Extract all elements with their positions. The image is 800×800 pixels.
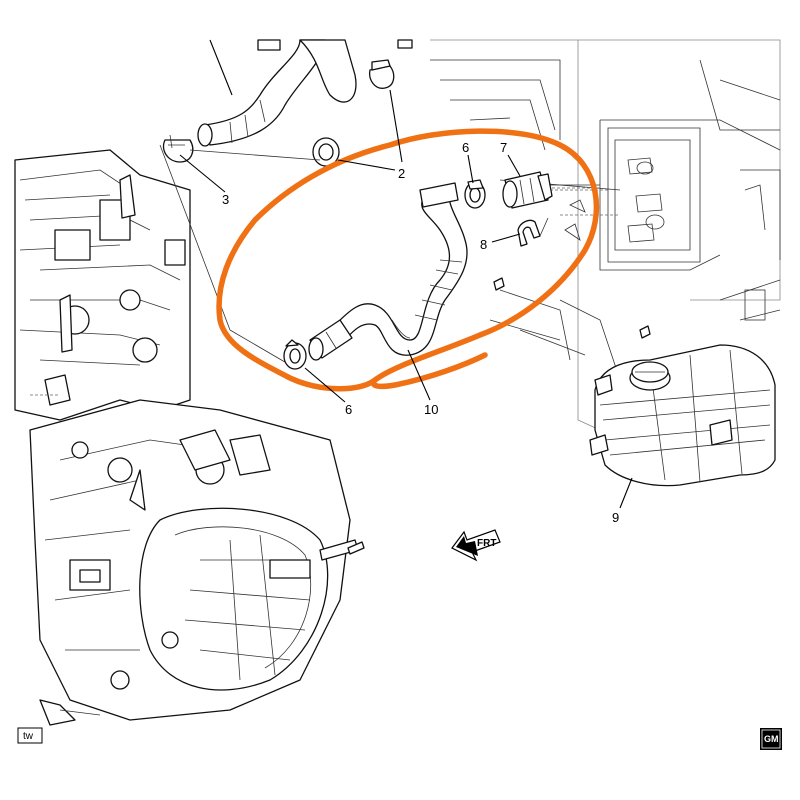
- callout-9: 9: [612, 510, 619, 525]
- callout-6-lower: 6: [345, 402, 352, 417]
- clamp-2-lower: [312, 137, 340, 167]
- front-label: FRT: [477, 538, 496, 549]
- callouts: 2 3 6 6 7 8 9 10: [222, 140, 619, 525]
- highlight-loop: [216, 128, 600, 392]
- body-structure: [430, 39, 781, 431]
- leader-lines: [179, 39, 633, 509]
- callout-2: 2: [398, 166, 405, 181]
- front-direction-arrow: FRT: [451, 529, 501, 562]
- clamp-6-lower: [283, 339, 307, 370]
- coolant-hose-10: [308, 182, 468, 361]
- clamp-6-upper: [464, 179, 486, 209]
- corner-code: tw: [23, 731, 34, 742]
- connector-7: [502, 171, 600, 209]
- engine-transmission: [14, 149, 359, 726]
- studs: [347, 277, 651, 555]
- callout-6-upper: 6: [462, 140, 469, 155]
- clamp-2-upper: [369, 59, 395, 89]
- callout-3: 3: [222, 192, 229, 207]
- callout-8: 8: [480, 237, 487, 252]
- callout-10: 10: [424, 402, 438, 417]
- retaining-clip-8: [517, 217, 549, 247]
- gm-logo: GM: [764, 734, 779, 744]
- coolant-reservoir-9: [589, 344, 776, 487]
- callout-7: 7: [500, 140, 507, 155]
- upper-hose: [197, 39, 413, 147]
- corner-code-badge: tw: [17, 727, 43, 744]
- clamp-3: [162, 134, 194, 163]
- gm-badge: GM: [760, 728, 782, 750]
